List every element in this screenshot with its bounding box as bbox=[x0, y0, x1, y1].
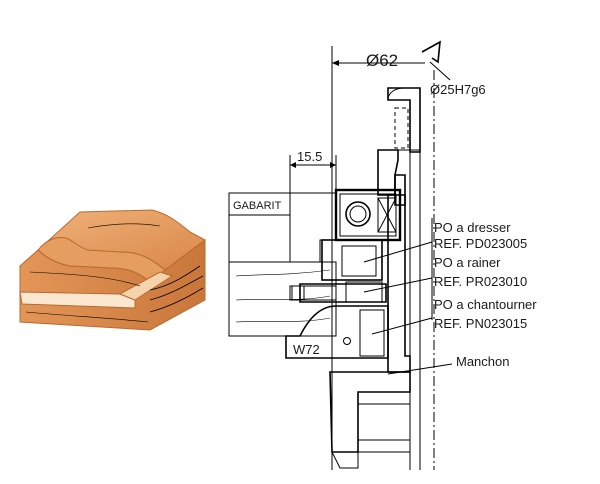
cutter-assembly-drawing bbox=[228, 40, 453, 470]
part-name-rainer: PO a rainer bbox=[434, 255, 501, 270]
part-ref-dresser: REF. PD023005 bbox=[434, 236, 527, 251]
offset-label: 15.5 bbox=[297, 149, 322, 164]
w72-label: W72 bbox=[293, 342, 320, 357]
part-name-dresser: PO a dresser bbox=[434, 220, 511, 235]
part-ref-chantourner: REF. PN023015 bbox=[434, 316, 527, 331]
dimension-diameter-62 bbox=[331, 46, 425, 470]
wood-profile-illustration bbox=[19, 209, 206, 331]
bearing bbox=[334, 188, 402, 242]
bore-label: Ø25H7g6 bbox=[430, 82, 486, 97]
workpiece-board bbox=[228, 261, 337, 337]
dimension-15-5 bbox=[289, 155, 337, 262]
leader-lines bbox=[363, 218, 453, 375]
bore-leader bbox=[421, 40, 451, 81]
manchon-sleeve bbox=[329, 194, 411, 469]
spindle-section bbox=[387, 70, 435, 470]
part-name-chantourner: PO a chantourner bbox=[434, 297, 537, 312]
manchon-label: Manchon bbox=[456, 354, 509, 369]
diameter-label: Ø62 bbox=[366, 51, 398, 70]
gabarit-label: GABARIT bbox=[233, 200, 282, 212]
part-ref-rainer: REF. PR023010 bbox=[434, 274, 527, 289]
